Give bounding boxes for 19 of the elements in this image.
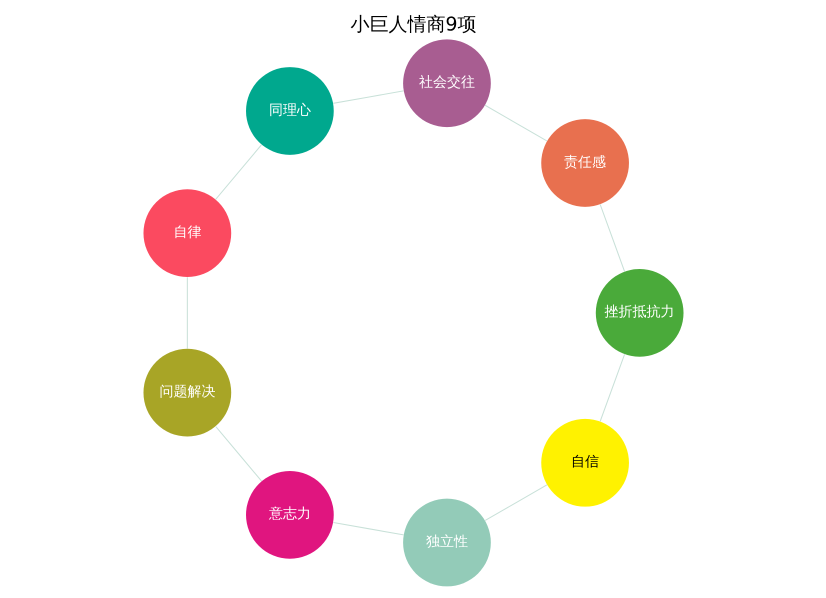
node-circle: 社会交往: [402, 39, 490, 128]
node-circle: 独立性: [402, 498, 490, 586]
connector: [215, 426, 262, 482]
node-circle: 自信: [540, 418, 628, 507]
connector: [599, 204, 625, 272]
node-circle: 挫折抵抗力: [595, 269, 684, 357]
node-circle: 意志力: [246, 470, 334, 559]
connector: [484, 104, 547, 142]
node-circle: 自律: [142, 189, 231, 278]
node-circle: 同理心: [246, 67, 334, 155]
connector: [332, 522, 404, 536]
connector: [186, 277, 188, 349]
connector: [599, 354, 625, 422]
connector: [214, 144, 262, 200]
node-circle: 问题解决: [142, 348, 231, 437]
diagram-title: 小巨人情商9项: [350, 12, 476, 36]
node-circle: 责任感: [540, 119, 628, 207]
connector: [332, 90, 404, 104]
connector: [484, 484, 547, 521]
